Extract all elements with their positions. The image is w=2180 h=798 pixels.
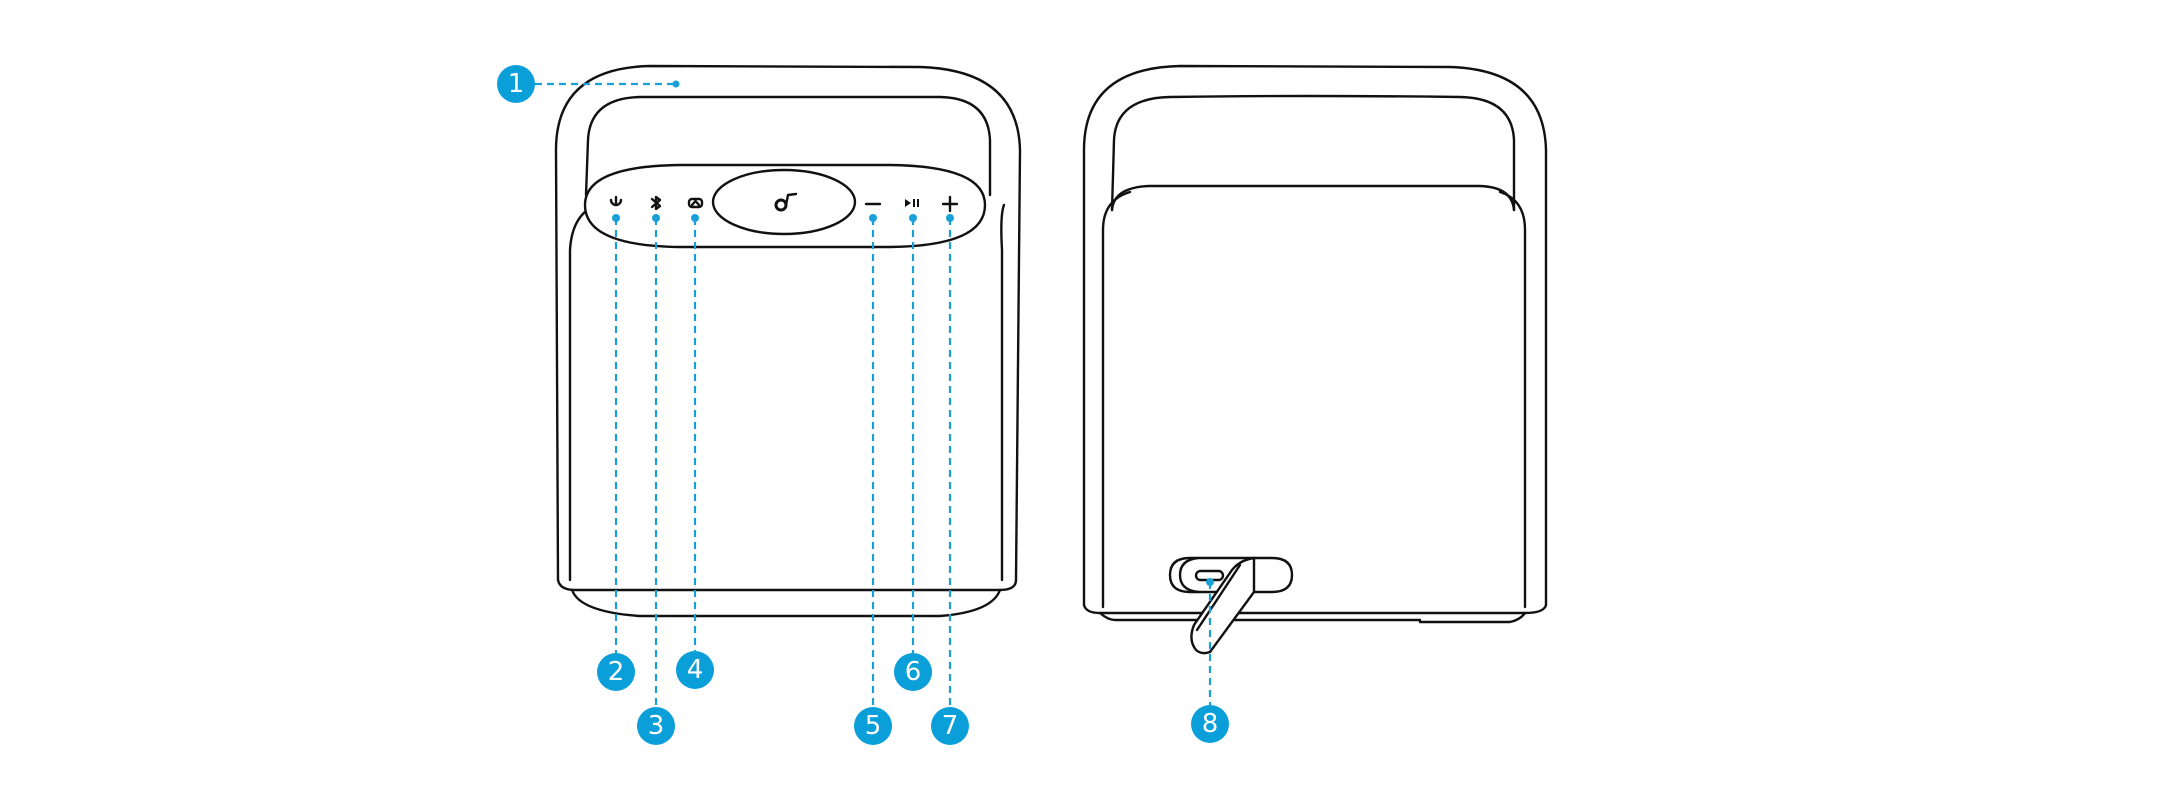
port-flap [1190, 556, 1256, 655]
power-icon [609, 195, 623, 207]
play-pause-icon [905, 199, 919, 207]
back-body [1101, 190, 1527, 609]
callout-leaders [535, 80, 1214, 706]
back-handle [1082, 64, 1548, 607]
callout-badge-bluetooth: 3 [637, 707, 675, 745]
plus-icon [941, 195, 959, 213]
callout-badge-mode: 4 [676, 651, 714, 689]
callout-badge-play-pause: 6 [894, 653, 932, 691]
front-speaker [554, 64, 1022, 618]
callout-badge-volume-up: 7 [931, 707, 969, 745]
back-speaker [1082, 64, 1548, 655]
front-handle [554, 64, 1022, 582]
front-body [568, 203, 1006, 582]
callout-badge-power: 2 [597, 653, 635, 691]
logo-icon [774, 192, 798, 212]
callout-badge-usb-c: 8 [1191, 705, 1229, 743]
callout-badge-volume-down: 5 [854, 707, 892, 745]
callout-badge-handle: 1 [497, 65, 535, 103]
bluetooth-icon [650, 195, 662, 211]
mode-icon [687, 197, 704, 209]
